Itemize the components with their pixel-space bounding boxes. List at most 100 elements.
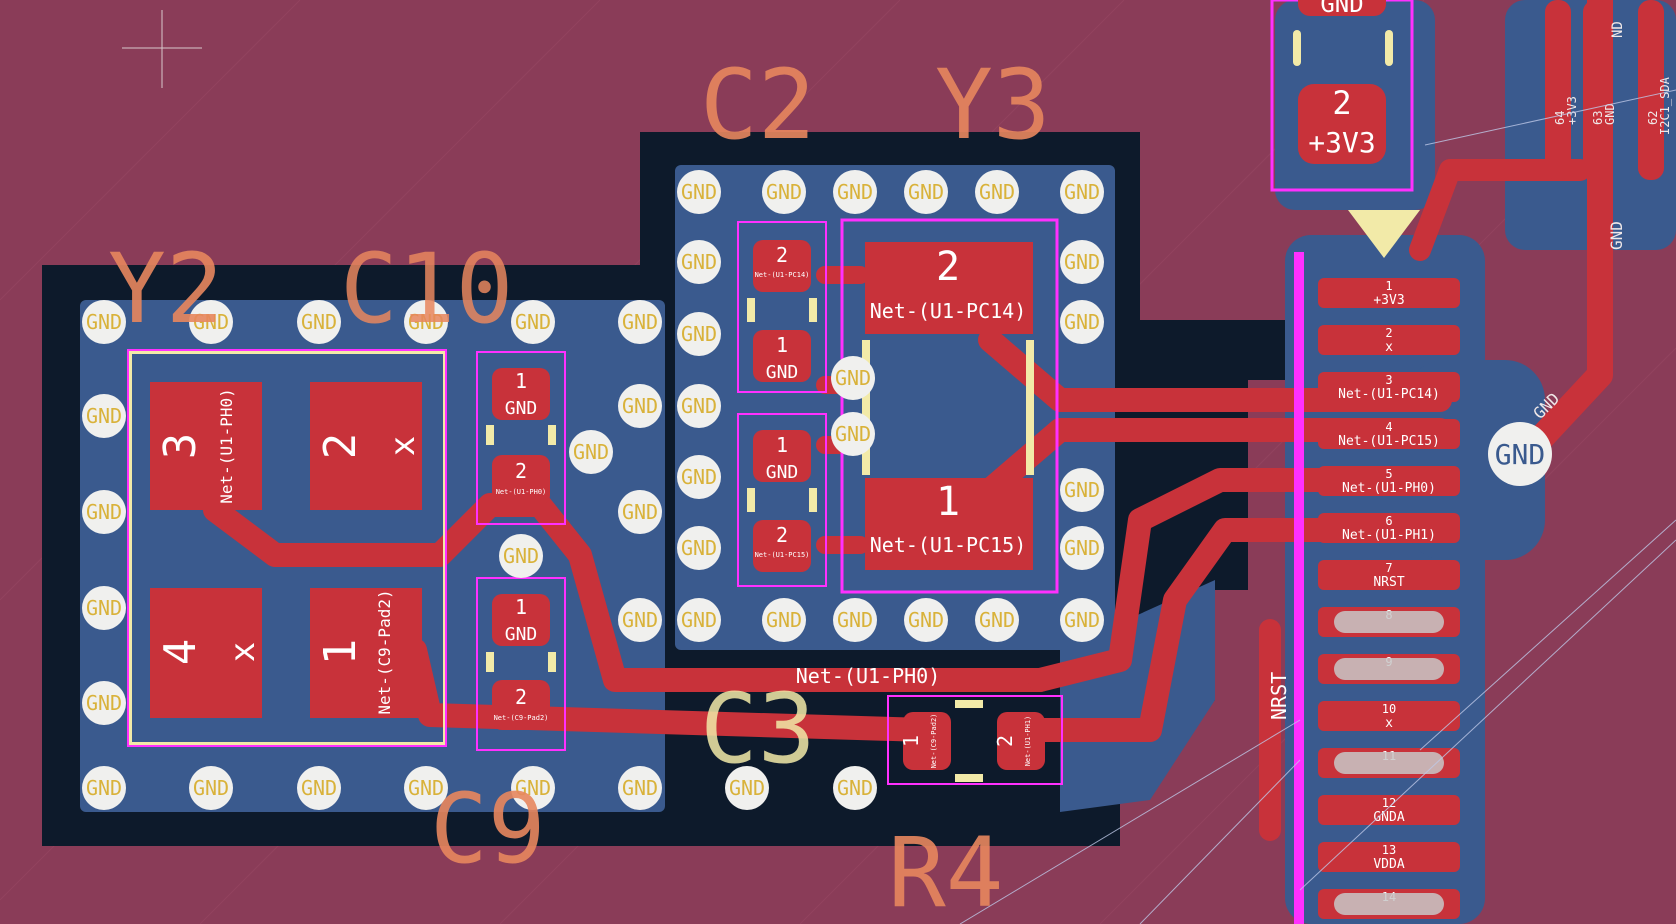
- via-ring[interactable]: [1060, 240, 1104, 284]
- via-gnd[interactable]: GND: [833, 170, 877, 214]
- y3-pad-2[interactable]: [865, 242, 1033, 334]
- via-gnd[interactable]: GND: [904, 170, 948, 214]
- via-ring[interactable]: [725, 766, 769, 810]
- via-gnd[interactable]: GND: [1060, 300, 1104, 344]
- ic-pin-10[interactable]: 10x: [1318, 701, 1460, 731]
- via-gnd[interactable]: GND: [618, 300, 662, 344]
- via-gnd[interactable]: GND: [189, 300, 233, 344]
- via-gnd[interactable]: GND: [1060, 468, 1104, 512]
- ic-pin-pad[interactable]: [1318, 795, 1460, 825]
- via-gnd[interactable]: GND: [1060, 240, 1104, 284]
- via-gnd[interactable]: GND: [975, 170, 1019, 214]
- c9-pad-1[interactable]: [492, 594, 550, 646]
- y2-pad-2[interactable]: [310, 382, 422, 510]
- via-gnd[interactable]: GND: [618, 384, 662, 428]
- via-ring[interactable]: [1060, 300, 1104, 344]
- c3-footprint[interactable]: 1 GND 2 Net-(U1-PC15): [737, 413, 827, 587]
- via-gnd[interactable]: GND: [831, 412, 875, 456]
- via-gnd[interactable]: GND: [677, 240, 721, 284]
- via-gnd[interactable]: GND: [1060, 170, 1104, 214]
- c9-footprint[interactable]: 1 GND 2 Net-(C9-Pad2): [476, 577, 566, 751]
- ic-pin-pad[interactable]: [1318, 325, 1460, 355]
- via-gnd[interactable]: GND: [618, 766, 662, 810]
- via-ring[interactable]: [677, 240, 721, 284]
- via-ring[interactable]: [831, 412, 875, 456]
- via-gnd[interactable]: GND: [677, 170, 721, 214]
- ic-pin-pad[interactable]: [1318, 419, 1460, 449]
- via-ring[interactable]: [297, 300, 341, 344]
- via-ring[interactable]: [297, 766, 341, 810]
- via-gnd[interactable]: GND: [762, 170, 806, 214]
- via-gnd[interactable]: GND: [82, 681, 126, 725]
- via-ring[interactable]: [618, 490, 662, 534]
- via-gnd[interactable]: GND: [677, 526, 721, 570]
- via-ring[interactable]: [189, 766, 233, 810]
- via-gnd[interactable]: GND: [833, 598, 877, 642]
- c10-pad-2[interactable]: [492, 455, 550, 505]
- via-ring[interactable]: [904, 170, 948, 214]
- c3-pad-2[interactable]: [753, 520, 811, 572]
- via-gnd[interactable]: GND: [297, 766, 341, 810]
- via-ring[interactable]: [975, 170, 1019, 214]
- c2-pad-1[interactable]: [753, 330, 811, 382]
- via-gnd[interactable]: GND: [1060, 598, 1104, 642]
- ic-pin-pad[interactable]: [1318, 372, 1460, 402]
- via-gnd[interactable]: GND: [677, 598, 721, 642]
- c10-footprint[interactable]: 1 GND 2 Net-(U1-PH0): [476, 351, 566, 525]
- via-ring[interactable]: [189, 300, 233, 344]
- via-gnd[interactable]: GND: [975, 598, 1019, 642]
- ic-pin-pad[interactable]: [1318, 842, 1460, 872]
- via-gnd[interactable]: GND: [762, 598, 806, 642]
- via-ring[interactable]: [511, 300, 555, 344]
- via-ring[interactable]: [1060, 468, 1104, 512]
- ic-pin-pad[interactable]: [1318, 513, 1460, 543]
- via-ring[interactable]: [904, 598, 948, 642]
- via-gnd[interactable]: GND: [831, 356, 875, 400]
- via-ring[interactable]: [677, 170, 721, 214]
- via-gnd[interactable]: GND: [511, 766, 555, 810]
- c3-pad-1[interactable]: [753, 430, 811, 482]
- via-ring[interactable]: [499, 534, 543, 578]
- via-ring[interactable]: [762, 170, 806, 214]
- via-gnd[interactable]: GND: [618, 490, 662, 534]
- via-ring[interactable]: [677, 455, 721, 499]
- via-ring[interactable]: [975, 598, 1019, 642]
- via-ring[interactable]: [618, 598, 662, 642]
- c2-footprint[interactable]: 2 Net-(U1-PC14) 1 GND: [737, 221, 827, 393]
- via-ring[interactable]: [569, 430, 613, 474]
- via-ring[interactable]: [511, 766, 555, 810]
- via-gnd[interactable]: GND: [297, 300, 341, 344]
- via-ring[interactable]: [82, 766, 126, 810]
- via-ring[interactable]: [1060, 598, 1104, 642]
- via-gnd-large[interactable]: GND: [1488, 422, 1552, 486]
- via-gnd[interactable]: GND: [904, 598, 948, 642]
- via-ring[interactable]: [831, 356, 875, 400]
- via-gnd[interactable]: GND: [618, 598, 662, 642]
- via-gnd[interactable]: GND: [725, 766, 769, 810]
- ic-pin-2[interactable]: 2x: [1318, 325, 1460, 355]
- ic-pin-pad[interactable]: [1318, 278, 1460, 308]
- via-ring[interactable]: [618, 384, 662, 428]
- via-ring[interactable]: [618, 766, 662, 810]
- ic-pin-1[interactable]: 1+3V3: [1318, 278, 1460, 308]
- via-ring[interactable]: [677, 598, 721, 642]
- c-top-right-pad-2[interactable]: [1298, 84, 1386, 164]
- y2-footprint[interactable]: 3 Net-(U1-PH0) 2 x 4 x 1 Net-(C9-Pad2): [127, 349, 447, 747]
- y3-pad-1[interactable]: [865, 478, 1033, 570]
- via-ring[interactable]: [677, 384, 721, 428]
- via-ring[interactable]: [833, 170, 877, 214]
- via-gnd[interactable]: GND: [82, 300, 126, 344]
- via-gnd[interactable]: GND: [499, 534, 543, 578]
- via-gnd[interactable]: GND: [677, 455, 721, 499]
- via-ring[interactable]: [1060, 170, 1104, 214]
- ic-pin-pad[interactable]: [1318, 466, 1460, 496]
- via-ring[interactable]: [82, 681, 126, 725]
- ic-pin-pad[interactable]: [1318, 701, 1460, 731]
